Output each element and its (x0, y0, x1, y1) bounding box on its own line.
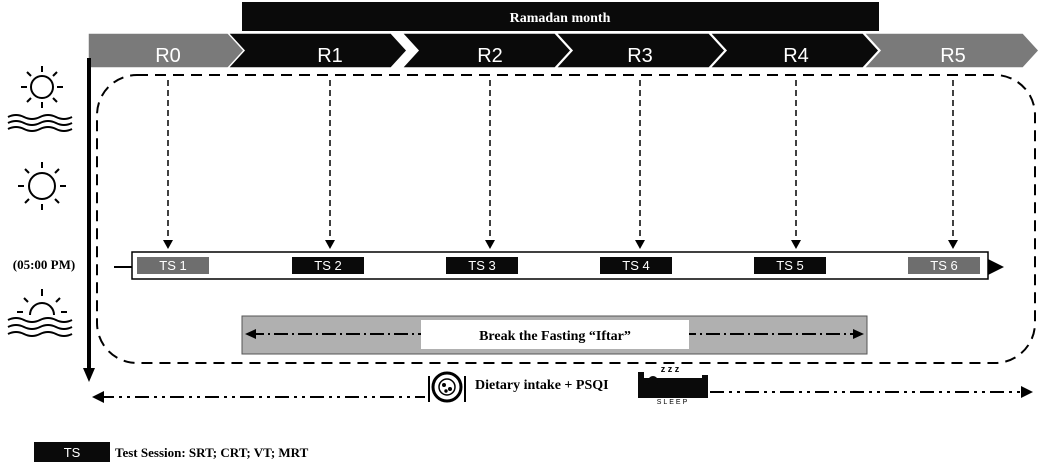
phase-chevron-r5 (862, 32, 1040, 69)
phase-label-r1: R1 (317, 45, 343, 67)
ramadan-month-bar (242, 2, 879, 31)
iftar-right-arrowhead (853, 329, 864, 339)
bed-icon (638, 372, 708, 398)
phase-chevrons: R0 R1 R2 R3 R4 R5 (87, 32, 1040, 69)
evening-left-arrowhead (92, 391, 104, 403)
phase-to-session-arrows (163, 80, 958, 249)
test-session-box-4 (600, 257, 672, 274)
session-timeline-bar (131, 251, 989, 280)
phase-label-r2: R2 (477, 45, 503, 67)
test-session-box-6 (908, 257, 980, 274)
phase-label-r5: R5 (940, 45, 966, 67)
ramadan-month-label: Ramadan month (510, 11, 611, 26)
phase-chevron-r1 (226, 32, 409, 69)
test-sessions: TS 1 TS 2 TS 3 TS 4 TS 5 TS 6 (137, 257, 980, 274)
drop-arrowhead-1 (163, 240, 173, 249)
sleep-z-label: z z z (661, 364, 680, 374)
test-session-label-2: TS 2 (314, 258, 341, 273)
phase-label-r4: R4 (783, 45, 809, 67)
drop-arrowhead-3 (485, 240, 495, 249)
drop-arrowhead-4 (635, 240, 645, 249)
legend-text: Test Session: SRT; CRT; VT; MRT (115, 445, 309, 460)
test-session-label-4: TS 4 (622, 258, 649, 273)
sun-icon (18, 162, 66, 210)
test-session-label-1: TS 1 (159, 258, 186, 273)
legend-key-label: TS (64, 445, 81, 460)
sleep-label: SLEEP (657, 399, 690, 406)
iftar-label: Break the Fasting “Iftar” (479, 329, 631, 344)
test-session-box-2 (292, 257, 364, 274)
phase-label-r0: R0 (155, 45, 181, 67)
time-label: (05:00 PM) (13, 257, 75, 272)
test-session-label-5: TS 5 (776, 258, 803, 273)
fasting-period-outline (96, 74, 1036, 364)
sunrise-icon (7, 66, 73, 132)
test-session-label-3: TS 3 (468, 258, 495, 273)
phase-label-r3: R3 (627, 45, 653, 67)
legend-key-box (34, 442, 110, 462)
drop-arrowhead-6 (948, 240, 958, 249)
evening-right-arrowhead (1021, 386, 1033, 398)
plate-icon (428, 371, 466, 403)
time-axis-arrowhead (83, 368, 95, 382)
test-session-label-6: TS 6 (930, 258, 957, 273)
iftar-left-arrowhead (245, 329, 256, 339)
test-session-box-3 (446, 257, 518, 274)
iftar-label-box (421, 320, 689, 349)
dietary-intake-label: Dietary intake + PSQI (475, 378, 609, 393)
sunset-icon (7, 289, 73, 337)
drop-arrowhead-5 (791, 240, 801, 249)
test-session-box-1 (137, 257, 209, 274)
test-session-box-5 (754, 257, 826, 274)
drop-arrowhead-2 (325, 240, 335, 249)
